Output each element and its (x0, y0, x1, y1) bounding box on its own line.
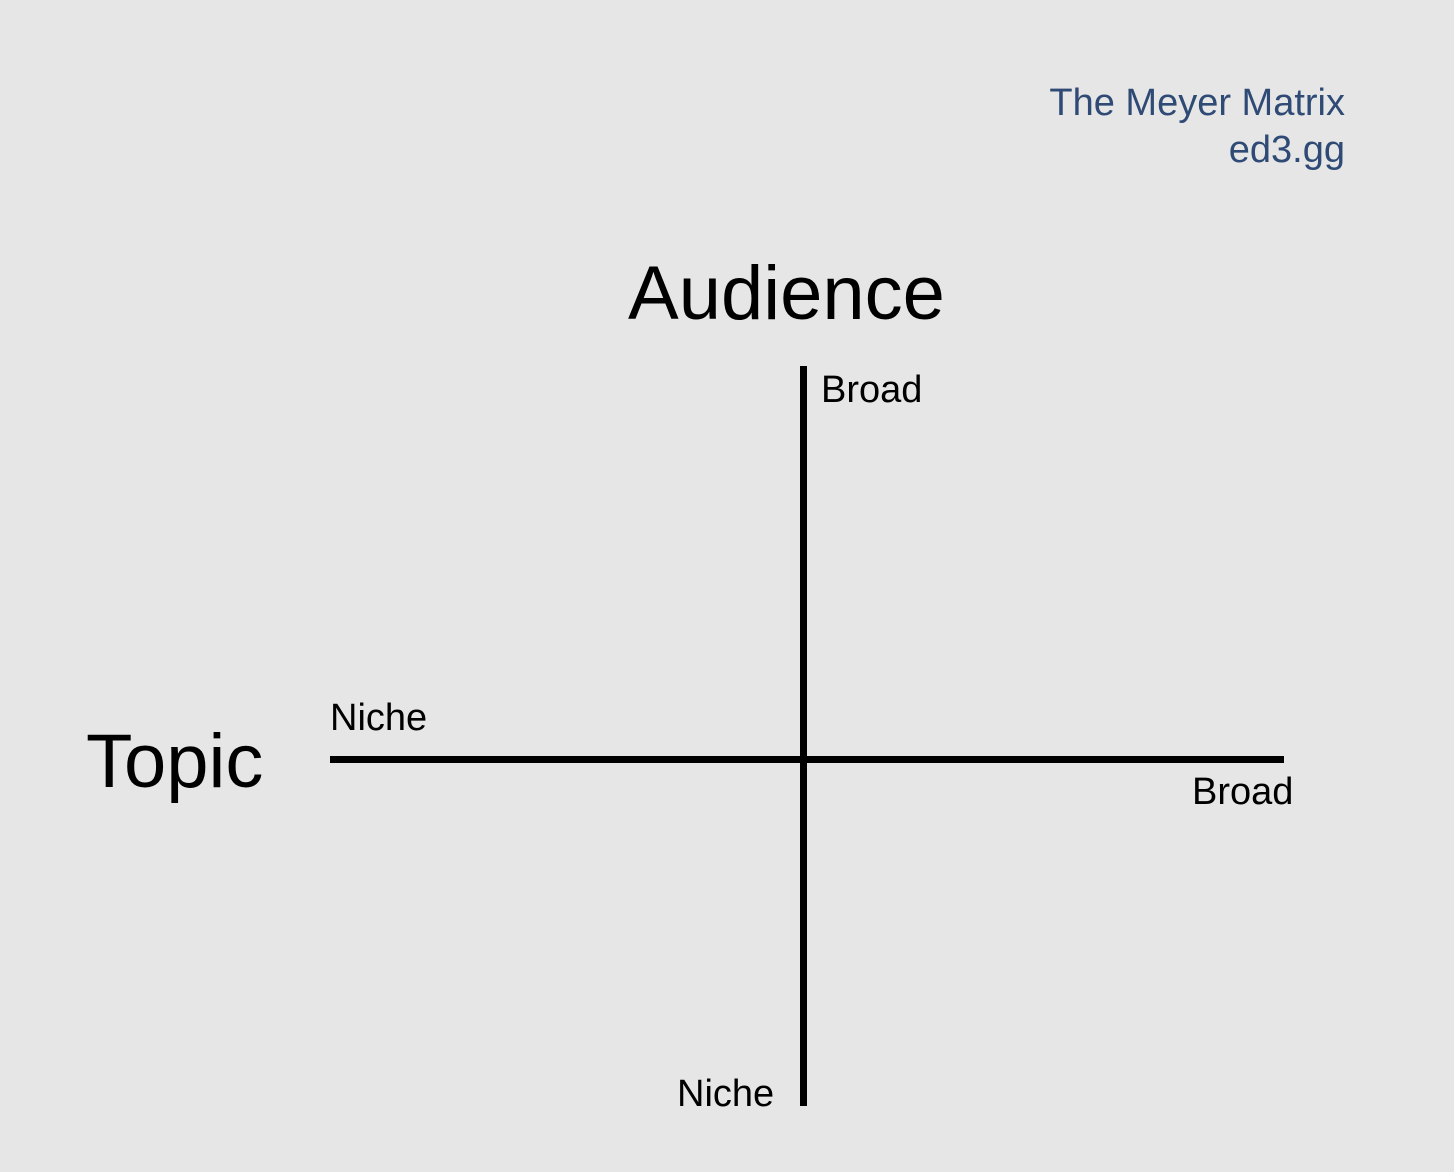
topic-axis-line (330, 756, 1284, 763)
audience-axis-title: Audience (628, 251, 945, 336)
credit-block: The Meyer Matrix ed3.gg (1049, 80, 1345, 174)
topic-broad-label: Broad (1192, 771, 1294, 813)
topic-axis-title: Topic (86, 719, 264, 804)
audience-broad-label: Broad (821, 369, 923, 411)
topic-niche-label: Niche (330, 697, 428, 739)
audience-axis-line (800, 366, 807, 1106)
matrix-title: The Meyer Matrix (1049, 82, 1345, 124)
audience-niche-label: Niche (677, 1073, 775, 1115)
site-name: ed3.gg (1228, 129, 1345, 171)
